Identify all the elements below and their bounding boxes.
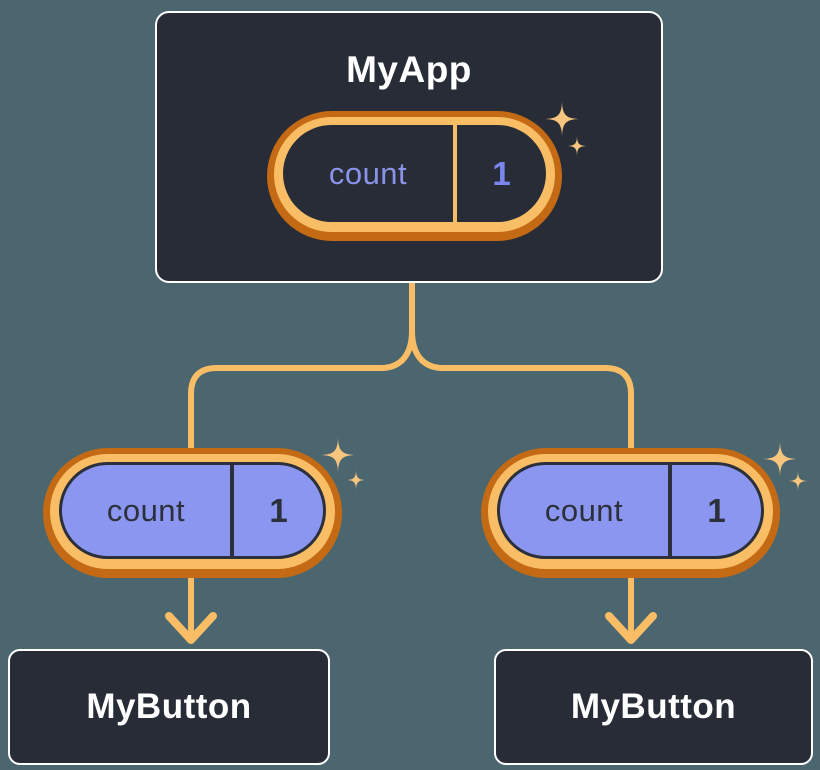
state-value: 1: [492, 154, 511, 192]
state-pill-myapp: count 1: [267, 111, 562, 241]
pill-outer-ring: count 1: [43, 448, 342, 578]
pill-body: count 1: [497, 462, 764, 559]
component-title: MyApp: [346, 49, 472, 90]
prop-pill-left: count 1: [43, 448, 342, 578]
prop-pill-right: count 1: [481, 448, 780, 578]
pill-body: count 1: [59, 462, 326, 559]
prop-value: 1: [269, 491, 288, 529]
pill-divider: [668, 465, 672, 556]
branch-left-line: [188, 328, 415, 636]
prop-name: count: [544, 492, 624, 528]
state-name: count: [328, 155, 408, 191]
pill-divider: [230, 465, 234, 556]
component-box-mybutton-left: MyButton: [8, 649, 330, 765]
pill-inner-ring: count 1: [274, 117, 555, 232]
component-title: MyButton: [86, 687, 252, 726]
pill-body: count 1: [283, 125, 546, 222]
pill-outer-ring: count 1: [481, 448, 780, 578]
pill-outer-ring: count 1: [267, 111, 562, 241]
component-title: MyButton: [570, 687, 737, 726]
pill-divider: [453, 125, 457, 222]
component-box-mybutton-right: MyButton: [494, 649, 813, 765]
pill-inner-ring: count 1: [488, 454, 773, 569]
arrowhead-right-icon: [605, 612, 657, 644]
prop-name: count: [106, 492, 186, 528]
arrowhead-left-icon: [165, 612, 217, 644]
prop-value: 1: [707, 491, 726, 529]
pill-inner-ring: count 1: [50, 454, 335, 569]
branch-right-line: [409, 328, 634, 636]
